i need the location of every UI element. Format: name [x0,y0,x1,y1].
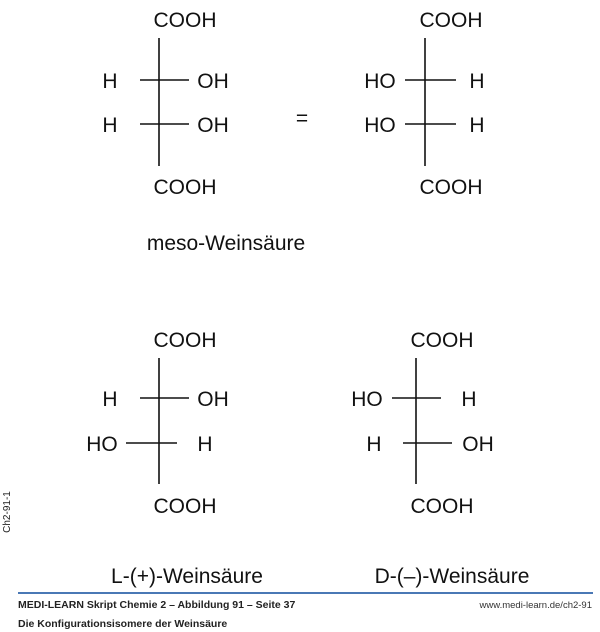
group: H [197,433,212,456]
group-top: COOH [420,9,483,32]
equals-sign: = [296,107,308,130]
fischer-l-form: COOH H OH HO H COOH [86,329,229,518]
group: H [461,388,476,411]
group-top: COOH [411,329,474,352]
footer-caption: Die Konfigurationsisomere der Weinsäure [18,618,228,630]
group: HO [364,70,396,93]
group-bottom: COOH [420,176,483,199]
group-top: COOH [154,329,217,352]
figure-id: Ch2-91-1 [2,491,13,533]
group: H [366,433,381,456]
group: OH [197,114,229,137]
label-d-form: D-(–)-Weinsäure [375,565,530,588]
group: H [102,70,117,93]
group: HO [86,433,118,456]
group: OH [197,388,229,411]
group: H [102,388,117,411]
footer-title: MEDI-LEARN Skript Chemie 2 – Abbildung 9… [18,599,296,611]
group-bottom: COOH [154,176,217,199]
group: H [102,114,117,137]
group: OH [197,70,229,93]
footer-url[interactable]: www.medi-learn.de/ch2-91 [479,600,592,611]
group: HO [364,114,396,137]
group: H [469,70,484,93]
group-bottom: COOH [154,495,217,518]
fischer-meso-right: COOH HO H HO H COOH [364,9,484,199]
label-meso: meso-Weinsäure [147,232,305,255]
fischer-d-form: COOH HO H H OH COOH [351,329,494,518]
group: OH [462,433,494,456]
label-l-form: L-(+)-Weinsäure [111,565,263,588]
fischer-meso-left: COOH H OH H OH COOH [102,9,228,199]
group: H [469,114,484,137]
footer-divider [18,592,593,594]
group-bottom: COOH [411,495,474,518]
group-top: COOH [154,9,217,32]
group: HO [351,388,383,411]
